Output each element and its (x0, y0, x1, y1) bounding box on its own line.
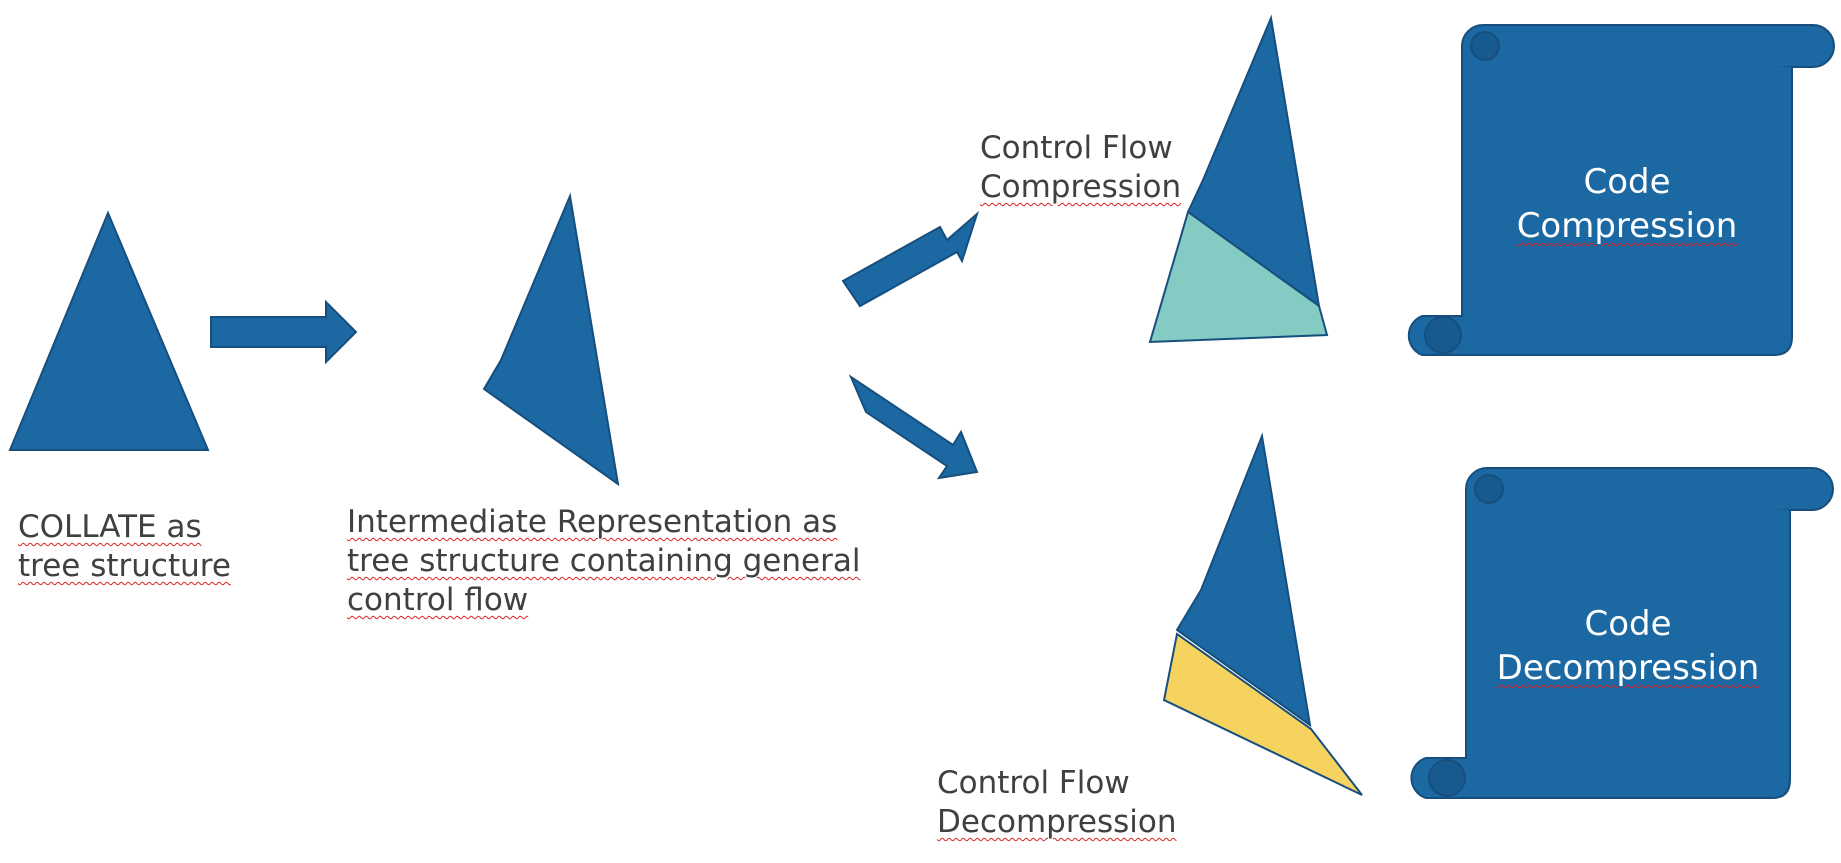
compression-teal-part (1148, 210, 1329, 344)
cf-decompression-label-line-2: Decompression (937, 804, 1177, 840)
arrow-right (210, 299, 358, 365)
code-compression-text: Code Compression (1462, 160, 1792, 248)
code-compression-text-line-1: Code (1583, 162, 1671, 202)
cf-compression-label-line-1: Control Flow (980, 130, 1173, 166)
collate-label-line-2: tree structure (18, 548, 231, 584)
code-decompression-scroll (1410, 467, 1834, 799)
intermediate-label-line-3: control flow (347, 582, 529, 618)
collate-label-line-1: COLLATE as (18, 509, 202, 545)
collate-label: COLLATE as tree structure (18, 508, 231, 586)
code-compression-text-line-2: Compression (1516, 206, 1738, 246)
code-decompression-text-line-2: Decompression (1496, 648, 1760, 688)
collate-tree-triangle (8, 210, 210, 451)
intermediate-label-line-1: Intermediate Representation as (347, 504, 838, 540)
intermediate-tree-shape (482, 192, 620, 487)
code-decompression-text-line-1: Code (1584, 604, 1672, 644)
cf-compression-label: Control Flow Compression (980, 129, 1181, 207)
cf-decompression-label-line-1: Control Flow (937, 765, 1130, 801)
decompression-yellow-part (1162, 632, 1363, 796)
arrow-up-right (841, 210, 980, 308)
decompression-tree-top (1175, 432, 1312, 728)
intermediate-label-line-2: tree structure containing general (347, 543, 861, 579)
arrow-down-right (848, 374, 979, 480)
code-decompression-text: Code Decompression (1466, 602, 1790, 690)
cf-compression-label-line-2: Compression (980, 169, 1182, 205)
intermediate-label: Intermediate Representation as tree stru… (347, 503, 860, 620)
cf-decompression-label: Control Flow Decompression (937, 764, 1177, 842)
code-compression-scroll (1407, 24, 1835, 356)
